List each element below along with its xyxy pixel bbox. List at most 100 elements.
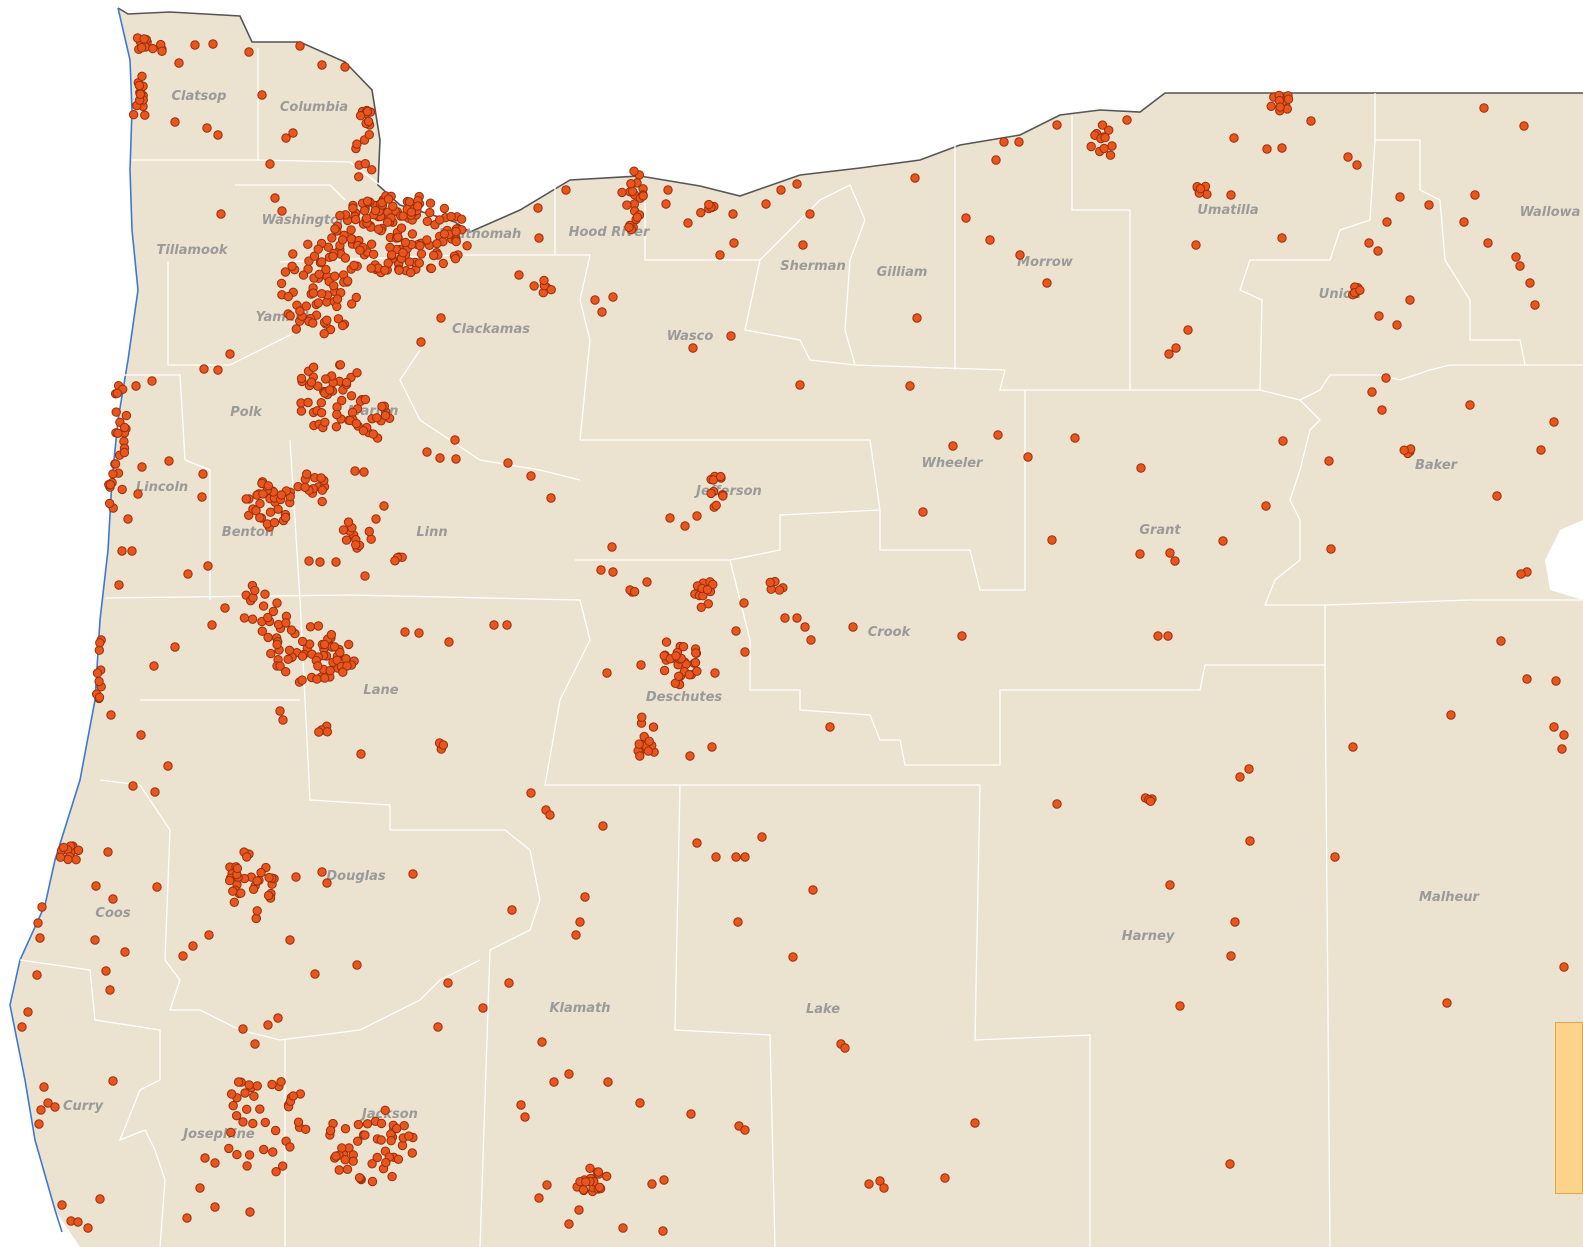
map-point[interactable] [316, 473, 326, 483]
map-point[interactable] [255, 499, 265, 509]
map-point[interactable] [242, 1104, 252, 1115]
map-point[interactable] [776, 185, 786, 195]
map-point[interactable] [381, 1157, 391, 1168]
map-point[interactable] [1153, 631, 1163, 641]
map-point[interactable] [225, 349, 235, 359]
map-point[interactable] [355, 245, 365, 255]
map-point[interactable] [350, 214, 361, 225]
map-point[interactable] [198, 469, 208, 479]
map-point[interactable] [106, 710, 116, 720]
map-point[interactable] [696, 208, 706, 218]
map-point[interactable] [329, 642, 340, 652]
map-point[interactable] [502, 620, 512, 630]
map-point[interactable] [43, 1098, 53, 1108]
map-point[interactable] [338, 320, 348, 331]
map-point[interactable] [273, 1013, 283, 1023]
map-point[interactable] [73, 1217, 83, 1227]
map-point[interactable] [1261, 501, 1271, 511]
map-point[interactable] [1395, 192, 1405, 202]
map-point[interactable] [696, 602, 706, 612]
map-point[interactable] [674, 671, 684, 681]
map-point[interactable] [571, 930, 581, 940]
map-point[interactable] [157, 46, 167, 56]
map-point[interactable] [659, 1175, 669, 1185]
map-point[interactable] [236, 888, 246, 898]
map-point[interactable] [83, 1223, 93, 1233]
map-point[interactable] [123, 514, 133, 524]
map-point[interactable] [322, 315, 332, 325]
map-point[interactable] [1107, 141, 1117, 151]
map-point[interactable] [178, 951, 188, 961]
map-point[interactable] [252, 906, 262, 916]
map-point[interactable] [35, 933, 45, 943]
map-point[interactable] [879, 1183, 889, 1193]
map-point[interactable] [638, 191, 648, 201]
map-point[interactable] [1367, 387, 1377, 397]
map-point[interactable] [334, 1165, 344, 1175]
map-point[interactable] [1559, 962, 1569, 972]
map-point[interactable] [263, 632, 273, 643]
map-point[interactable] [1047, 535, 1057, 545]
map-point[interactable] [805, 209, 815, 219]
map-point[interactable] [224, 1143, 234, 1154]
map-point[interactable] [250, 1039, 260, 1049]
map-point[interactable] [542, 1180, 552, 1190]
map-point[interactable] [23, 1007, 33, 1017]
map-point[interactable] [1163, 631, 1173, 641]
map-point[interactable] [351, 292, 361, 303]
map-point[interactable] [1097, 120, 1108, 130]
map-point[interactable] [635, 751, 645, 761]
map-point[interactable] [353, 1119, 364, 1130]
map-point[interactable] [1165, 880, 1175, 890]
map-point[interactable] [643, 746, 653, 756]
map-point[interactable] [580, 892, 590, 902]
map-point[interactable] [232, 1149, 242, 1160]
map-point[interactable] [200, 1153, 210, 1163]
map-point[interactable] [133, 489, 143, 499]
map-point[interactable] [707, 742, 717, 752]
map-point[interactable] [617, 187, 627, 198]
map-point[interactable] [692, 511, 702, 521]
map-point[interactable] [340, 253, 351, 263]
map-point[interactable] [691, 648, 701, 658]
map-point[interactable] [364, 130, 374, 140]
map-point[interactable] [840, 1043, 850, 1053]
map-point[interactable] [688, 343, 698, 353]
map-point[interactable] [918, 507, 928, 517]
map-point[interactable] [331, 422, 342, 432]
map-point[interactable] [1099, 143, 1109, 154]
map-point[interactable] [291, 872, 301, 882]
map-point[interactable] [415, 241, 425, 251]
map-point[interactable] [422, 235, 432, 245]
map-point[interactable] [359, 467, 369, 477]
map-point[interactable] [50, 1102, 60, 1112]
map-point[interactable] [325, 385, 335, 395]
map-point[interactable] [113, 428, 123, 438]
map-point[interactable] [174, 58, 184, 68]
map-point[interactable] [372, 413, 382, 423]
map-point[interactable] [407, 229, 418, 239]
map-point[interactable] [1015, 250, 1025, 260]
map-point[interactable] [1014, 137, 1024, 147]
map-point[interactable] [594, 1182, 605, 1193]
map-point[interactable] [245, 1207, 255, 1217]
map-point[interactable] [443, 978, 453, 988]
map-point[interactable] [731, 626, 741, 636]
map-point[interactable] [1392, 320, 1402, 330]
map-point[interactable] [295, 41, 305, 51]
map-point[interactable] [270, 193, 280, 203]
map-point[interactable] [366, 239, 377, 249]
map-point[interactable] [278, 715, 288, 725]
map-point[interactable] [740, 1125, 750, 1135]
map-point[interactable] [340, 62, 350, 72]
map-point[interactable] [761, 199, 771, 209]
map-point[interactable] [238, 1117, 248, 1127]
map-point[interactable] [285, 935, 295, 945]
map-point[interactable] [636, 660, 646, 670]
map-point[interactable] [320, 417, 330, 427]
map-point[interactable] [308, 318, 318, 328]
map-point[interactable] [39, 1082, 49, 1092]
map-point[interactable] [17, 1022, 27, 1032]
map-point[interactable] [346, 225, 356, 235]
map-point[interactable] [354, 172, 364, 182]
